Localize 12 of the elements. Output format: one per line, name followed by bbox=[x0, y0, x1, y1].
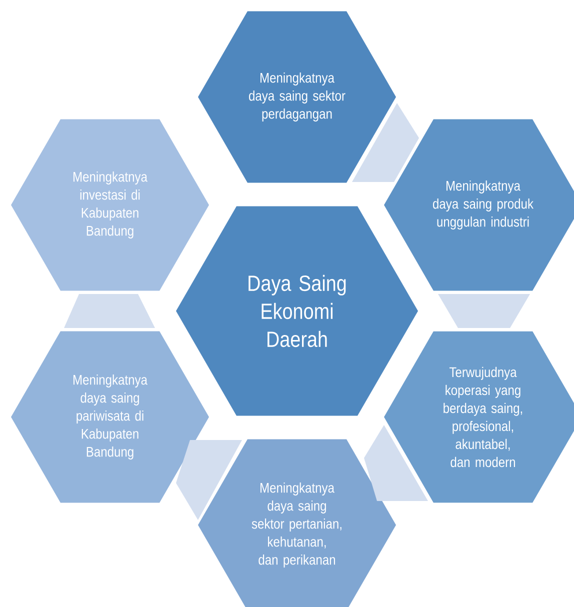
connector-band bbox=[364, 425, 428, 501]
hexagon: Meningkatnya daya saing sektor perdagangan bbox=[198, 11, 396, 183]
hexagon: Terwujudnya koperasi yang berdaya saing, profesional, akuntabel, dan modern bbox=[384, 331, 574, 503]
hexagon: Meningkatnya daya saing sektor pertanian, kehutanan, dan perikanan bbox=[198, 439, 396, 607]
hexagon: Meningkatnya daya saing pariwisata di Kabupaten Bandung bbox=[11, 331, 209, 503]
connector-band bbox=[64, 294, 155, 328]
hexagon: Daya Saing Ekonomi Daerah bbox=[176, 206, 418, 416]
connector-band bbox=[176, 440, 242, 520]
hexagon: Meningkatnya daya saing produk unggulan industri bbox=[384, 119, 574, 291]
connector-band bbox=[352, 103, 419, 182]
connector-band bbox=[438, 294, 530, 328]
hexagon: Meningkatnya investasi di Kabupaten Bandung bbox=[11, 119, 209, 291]
